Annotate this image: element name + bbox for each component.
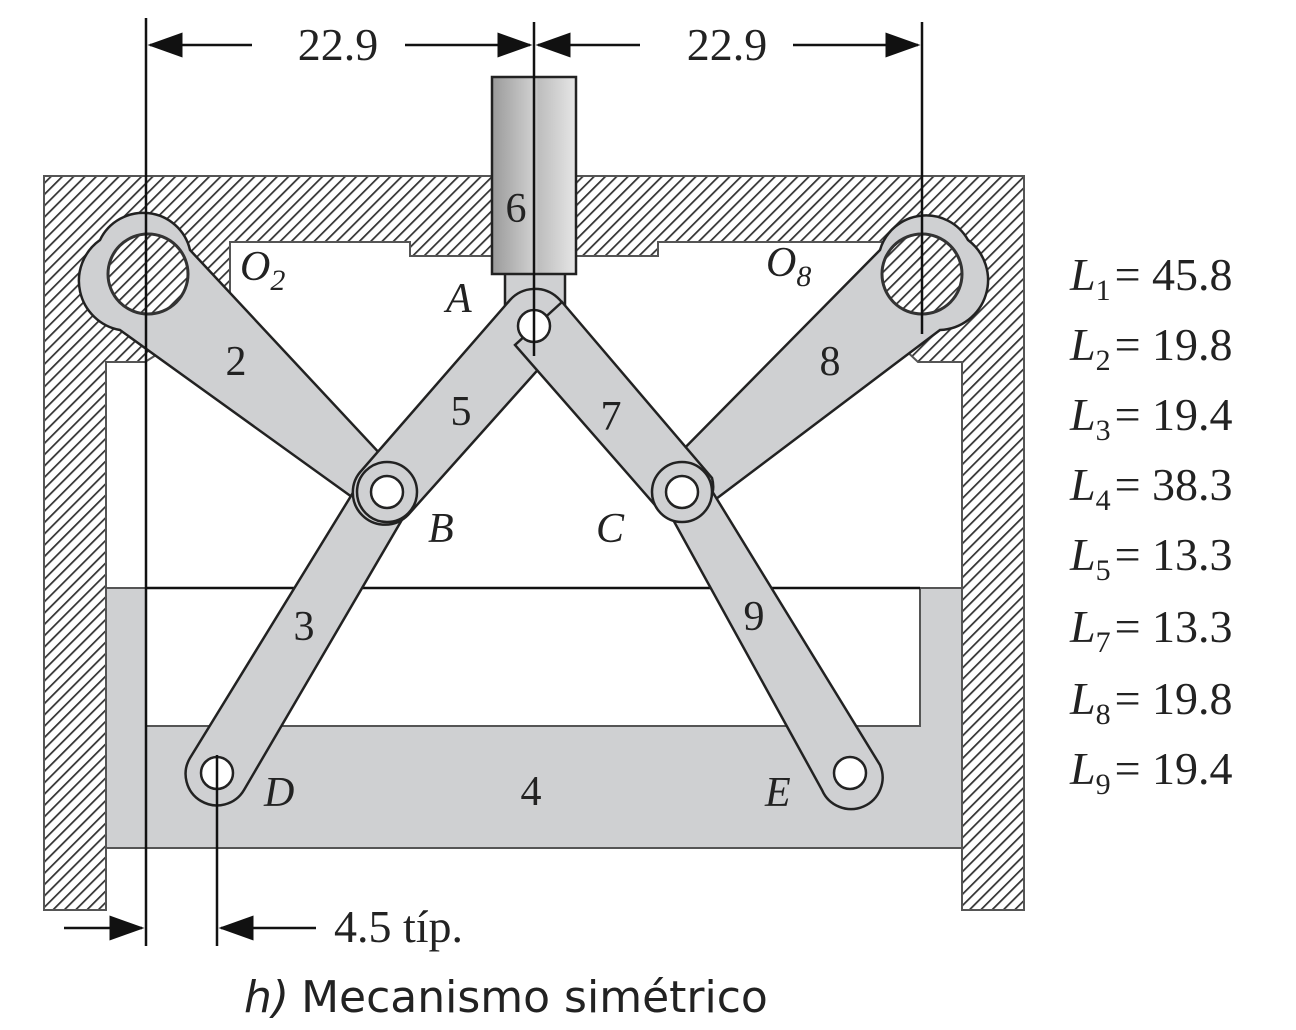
label-link-7: 7	[601, 394, 622, 440]
label-b: B	[428, 506, 454, 552]
dimension-offset: 4.5 típ.	[64, 901, 463, 952]
legend-item: L8= 19.8	[1069, 673, 1233, 731]
label-link-5: 5	[451, 389, 472, 435]
dimension-right: 22.9	[535, 19, 921, 70]
label-link-3: 3	[294, 604, 315, 650]
label-link-9: 9	[744, 594, 765, 640]
length-legend: L1= 45.8 L2= 19.8 L3= 19.4 L4= 38.3 L5= …	[1069, 249, 1233, 801]
label-e: E	[764, 770, 791, 816]
legend-item: L9= 19.4	[1069, 743, 1233, 801]
legend-item: L2= 19.8	[1069, 319, 1233, 377]
legend-item: L4= 38.3	[1069, 459, 1233, 517]
joint-b	[369, 474, 405, 510]
label-a: A	[443, 276, 472, 322]
link-3	[184, 476, 412, 807]
legend-item: L1= 45.8	[1069, 249, 1233, 307]
link-9	[658, 476, 884, 811]
dimension-offset-value: 4.5 típ.	[334, 901, 463, 952]
joint-e	[832, 755, 868, 791]
dimension-left-value: 22.9	[298, 19, 379, 70]
label-link-6: 6	[506, 186, 527, 232]
label-link-8: 8	[820, 339, 841, 385]
dimension-left: 22.9	[147, 19, 533, 70]
joint-c	[664, 474, 700, 510]
legend-item: L5= 13.3	[1069, 529, 1233, 587]
label-link-4: 4	[521, 769, 542, 815]
legend-item: L7= 13.3	[1069, 601, 1233, 659]
legend-item: L3= 19.4	[1069, 389, 1233, 447]
label-c: C	[596, 506, 625, 552]
label-o8: O8	[766, 240, 811, 293]
dimension-right-value: 22.9	[687, 19, 768, 70]
label-o2: O2	[240, 244, 285, 297]
label-link-2: 2	[226, 339, 247, 385]
label-d: D	[263, 770, 294, 816]
pivot-o2-pin	[106, 232, 190, 316]
figure-caption: h)Mecanismo simétrico	[244, 972, 768, 1023]
